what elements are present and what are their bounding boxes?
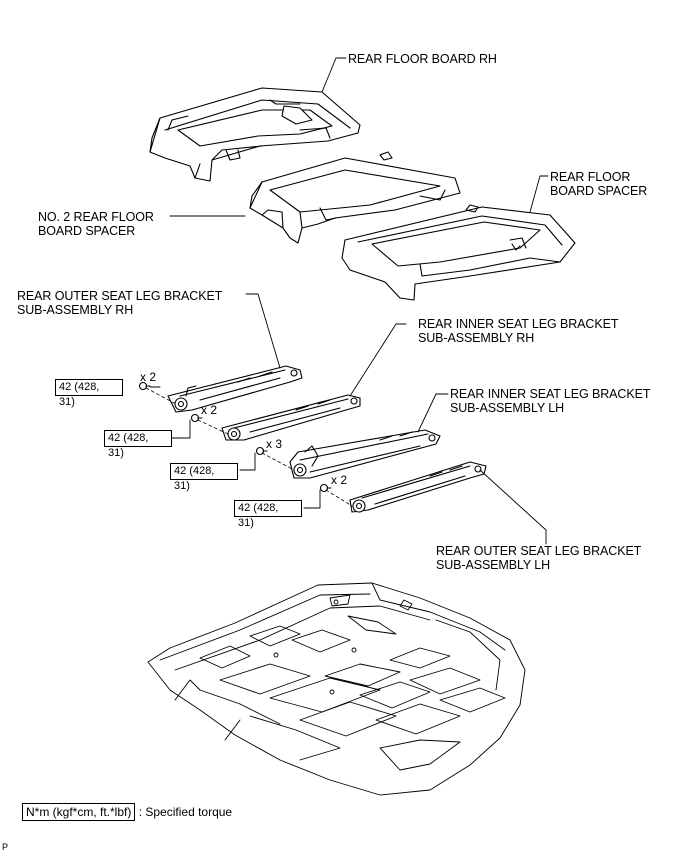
torque-box: [55, 379, 123, 396]
rear-floor-board-spacer-drawing: [341, 204, 576, 301]
label-line: BOARD SPACER: [38, 224, 136, 238]
vehicle-floor-drawing: [147, 582, 526, 796]
torque-box: [104, 430, 172, 447]
torque-value-cont: 31): [59, 396, 75, 408]
label-line: REAR OUTER SEAT LEG BRACKET: [17, 289, 223, 303]
rear-outer-seat-leg-bracket-lh-drawing: [349, 461, 487, 513]
label-line: REAR INNER SEAT LEG BRACKET: [418, 317, 619, 331]
bolt-quantity: x 2: [201, 403, 218, 417]
label-line: REAR FLOOR BOARD RH: [348, 52, 497, 66]
rear-inner-seat-leg-bracket-rh-drawing: [221, 394, 361, 441]
torque-value-cont: 31): [108, 447, 124, 459]
legend-symbol: N*m (kgf*cm, ft.*lbf): [22, 803, 136, 821]
rear-inner-seat-leg-bracket-lh-drawing: [289, 429, 441, 479]
torque-value: 42 (428,: [108, 432, 149, 444]
no2-rear-floor-board-spacer-drawing: [249, 151, 461, 244]
label-line: REAR INNER SEAT LEG BRACKET: [450, 387, 651, 401]
label-line: NO. 2 REAR FLOOR: [38, 210, 154, 224]
torque-box: [170, 463, 238, 480]
bolt-centerlines: [145, 387, 353, 507]
bolt-quantity: x 2: [140, 370, 157, 384]
label-line: BOARD SPACER: [550, 184, 648, 198]
torque-value-cont: 31): [174, 480, 190, 492]
label-rear-floor-board-rh: REAR FLOOR BOARD RH: [348, 52, 497, 66]
torque-value: 42 (428,: [174, 465, 215, 477]
legend-text: : Specified torque: [138, 805, 233, 819]
label-line: SUB-ASSEMBLY LH: [436, 558, 551, 572]
label-line: SUB-ASSEMBLY RH: [418, 331, 535, 345]
bolts: [138, 381, 332, 493]
label-rear-inner-seat-leg-bracket-lh: REAR INNER SEAT LEG BRACKET SUB-ASSEMBLY…: [450, 387, 650, 415]
torque-value-cont: 31): [238, 517, 254, 529]
bolt-quantity: x 2: [331, 473, 348, 487]
label-rear-outer-seat-leg-bracket-lh: REAR OUTER SEAT LEG BRACKET SUB-ASSEMBLY…: [436, 544, 641, 572]
label-no2-rear-floor-board-spacer: NO. 2 REAR FLOOR BOARD SPACER: [38, 210, 154, 238]
rear-outer-seat-leg-bracket-rh-drawing: [167, 365, 303, 413]
torque-box: [234, 500, 302, 517]
leader-lines: [149, 57, 549, 545]
torque-value: 42 (428,: [59, 381, 100, 393]
label-line: SUB-ASSEMBLY RH: [17, 303, 134, 317]
label-line: SUB-ASSEMBLY LH: [450, 401, 565, 415]
label-rear-inner-seat-leg-bracket-rh: REAR INNER SEAT LEG BRACKET SUB-ASSEMBLY…: [418, 317, 618, 345]
label-rear-floor-board-spacer: REAR FLOOR BOARD SPACER: [550, 170, 647, 198]
bolt-quantity: x 3: [266, 437, 283, 451]
label-rear-outer-seat-leg-bracket-rh: REAR OUTER SEAT LEG BRACKET SUB-ASSEMBLY…: [17, 289, 222, 317]
label-line: REAR OUTER SEAT LEG BRACKET: [436, 544, 642, 558]
corner-code: P: [2, 842, 9, 852]
rear-floor-board-rh-drawing: [149, 87, 361, 182]
torque-legend: N*m (kgf*cm, ft.*lbf) : Specified torque: [22, 803, 232, 821]
label-line: REAR FLOOR: [550, 170, 631, 184]
torque-value: 42 (428,: [238, 502, 279, 514]
